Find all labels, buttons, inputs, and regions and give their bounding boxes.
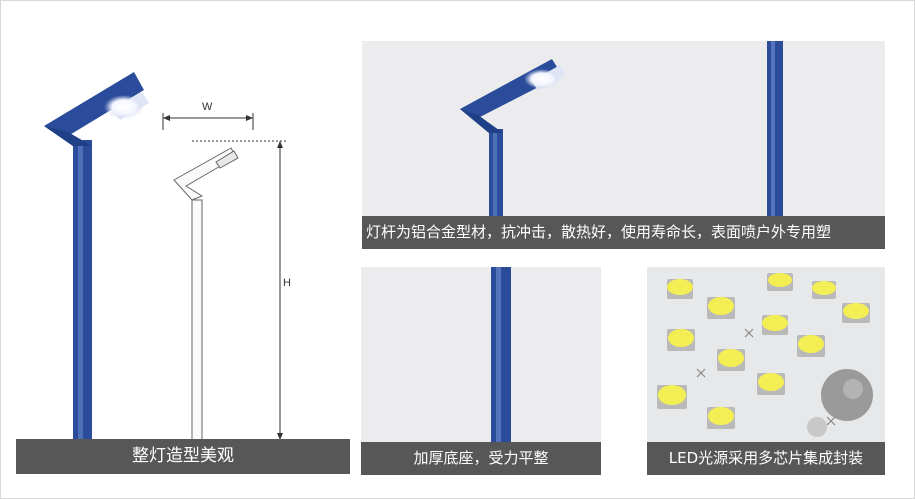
blue-lamp-pole: [44, 72, 149, 440]
caption-led: LED光源采用多芯片集成封装: [647, 442, 885, 475]
height-dimension: [192, 140, 286, 440]
caption-material: 灯杆为铝合金型材，抗冲击，散热好，使用寿命长，表面喷户外专用塑: [362, 216, 885, 249]
width-dimension: [162, 113, 254, 130]
lamp-illustration: W H: [44, 72, 291, 440]
panel-led-chips: LED光源采用多芯片集成封装: [647, 267, 885, 475]
caption-main: 整灯造型美观: [16, 439, 350, 474]
board-markings: [696, 328, 836, 426]
height-label: H: [283, 277, 291, 289]
panel-lamp-overview: W H 整灯造型美观: [16, 40, 350, 474]
panel-base: 加厚底座，受力平整: [361, 267, 601, 475]
led-chip-array: [657, 273, 870, 429]
base-pole-closeup: [491, 267, 511, 443]
lamp-outline-sketch: [173, 147, 239, 440]
pole-section-closeup: [767, 41, 783, 217]
led-chip-board: [647, 267, 885, 443]
pole-closeup: [460, 41, 783, 217]
width-label: W: [202, 101, 213, 113]
panel-pole-material: 灯杆为铝合金型材，抗冲击，散热好，使用寿命长，表面喷户外专用塑: [362, 41, 885, 249]
pole-head-closeup: [460, 59, 566, 217]
caption-base: 加厚底座，受力平整: [361, 442, 601, 475]
